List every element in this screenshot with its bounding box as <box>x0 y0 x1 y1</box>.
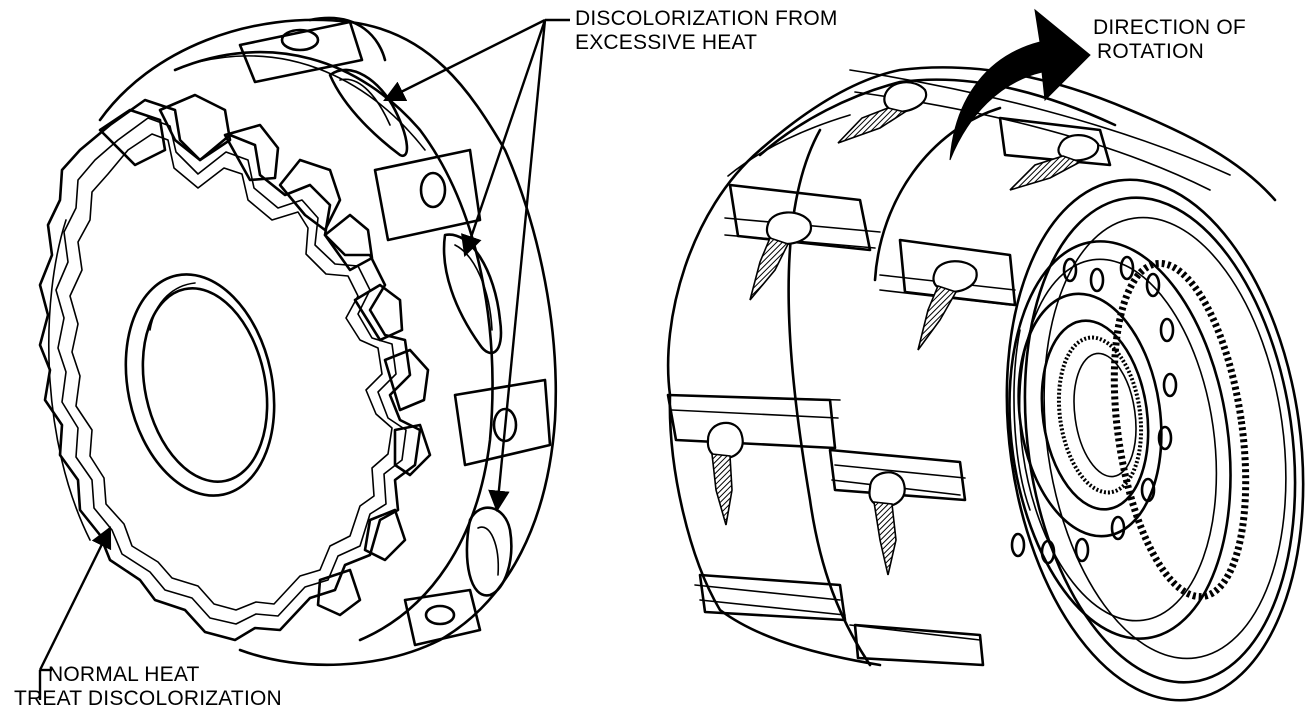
normal-heat-label-line1: NORMAL HEAT <box>48 663 200 686</box>
excessive-heat-label: DISCOLORIZATION FROM EXCESSIVE HEAT <box>575 7 838 55</box>
leader-arrows <box>38 18 570 700</box>
rotation-label-line1: DIRECTION OF <box>1093 16 1246 39</box>
rotation-arrow <box>949 8 1091 161</box>
rotation-label: DIRECTION OF ROTATION <box>1093 16 1246 64</box>
rotation-label-line2: ROTATION <box>1097 40 1204 63</box>
normal-heat-label-line2: TREAT DISCOLORIZATION <box>14 687 282 710</box>
excessive-heat-label-line1: DISCOLORIZATION FROM <box>575 7 838 30</box>
normal-heat-label: NORMAL HEAT TREAT DISCOLORIZATION <box>14 663 282 711</box>
right-clutch-drum <box>666 66 1305 702</box>
excessive-heat-label-line2: EXCESSIVE HEAT <box>575 31 758 54</box>
left-clutch-hub <box>38 16 558 667</box>
